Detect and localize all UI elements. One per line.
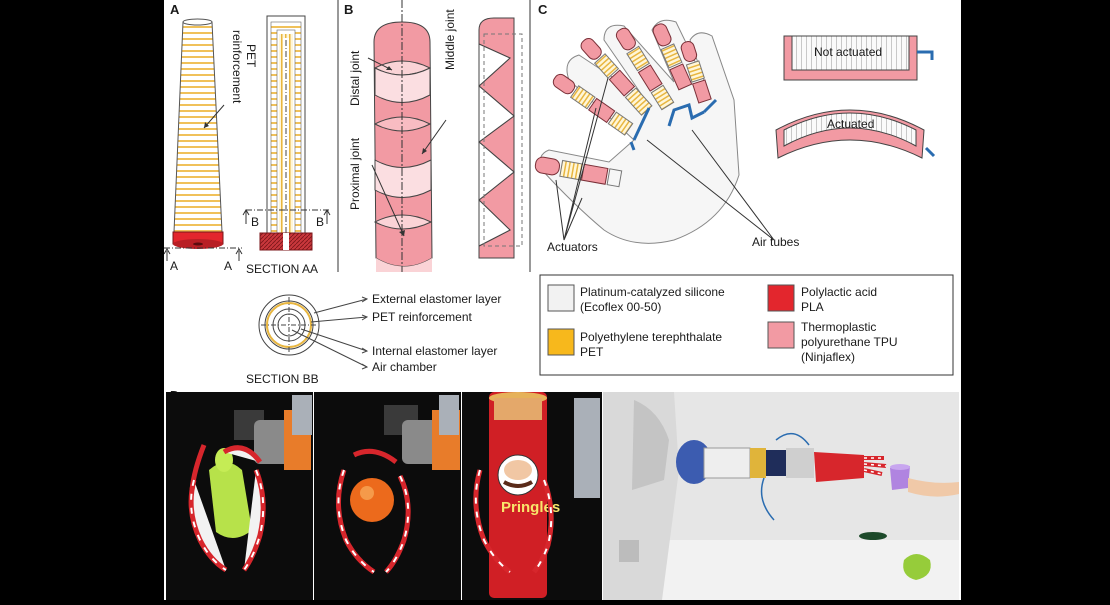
label-air-tubes: Air tubes	[752, 235, 799, 249]
bb-layer-pet: PET reinforcement	[372, 310, 472, 324]
legend-tpu-line2: polyurethane TPU	[801, 335, 898, 349]
label-middle-joint: Middle joint	[443, 9, 457, 70]
legend-swatch-silicone	[547, 284, 575, 312]
section-bb-label: SECTION BB	[246, 372, 319, 386]
legend-tpu-line3: (Ninjaflex)	[801, 350, 855, 364]
pet-arrowhead	[204, 122, 209, 128]
panel-a-letter: A	[170, 2, 180, 17]
photo-pear-grasp	[166, 392, 313, 600]
finger-actuators	[534, 23, 712, 188]
actuator-body	[173, 21, 223, 233]
panel-b-letter: B	[344, 2, 353, 17]
bb-layer-internal: Internal elastomer layer	[372, 344, 497, 358]
can-brand-text: Pringles	[501, 499, 560, 516]
materials-legend: Platinum-catalyzed silicone (Ecoflex 00-…	[539, 274, 954, 376]
section-aa-label: SECTION AA	[246, 262, 318, 276]
finger-body	[373, 21, 433, 267]
proximal-joint-shape	[373, 214, 433, 230]
legend-pet-line2: PET	[580, 345, 604, 359]
label-distal-joint: Distal joint	[348, 50, 362, 106]
figure-panel: A PET reinforcement A A	[163, 0, 961, 600]
label-not-actuated: Not actuated	[814, 45, 882, 59]
actuator-tip	[182, 18, 213, 26]
legend-silicone-line2: (Ecoflex 00-50)	[580, 300, 661, 314]
figure-svg: A PET reinforcement A A	[163, 0, 959, 600]
pet-leader	[203, 104, 225, 129]
legend-swatch-pla	[767, 284, 795, 312]
legend-tpu-line1: Thermoplastic	[801, 320, 876, 334]
cut-label-a-left: A	[170, 259, 178, 273]
label-proximal-joint: Proximal joint	[348, 137, 362, 210]
legend-swatch-tpu	[767, 321, 795, 349]
legend-silicone-line1: Platinum-catalyzed silicone	[580, 285, 725, 299]
tube-leaders	[646, 129, 775, 241]
cut-arrow-a-left	[163, 248, 171, 261]
cut-label-b-right: B	[316, 215, 324, 229]
panel-d: D	[166, 388, 959, 600]
panel-c-letter: C	[538, 2, 548, 17]
actuator-leaders	[555, 77, 609, 241]
actuated-drawing	[775, 109, 936, 159]
label-actuators: Actuators	[547, 240, 598, 254]
pet-label-line2: reinforcement	[230, 30, 244, 104]
bb-layer-external: External elastomer layer	[372, 292, 501, 306]
pet-label-line1: PET	[244, 44, 258, 68]
panel-a: A PET reinforcement A A	[163, 2, 501, 386]
profile-outline	[483, 33, 523, 247]
legend-pet-line1: Polyethylene terephthalate	[580, 330, 722, 344]
cut-label-b-left: B	[251, 215, 259, 229]
not-actuated-drawing	[783, 35, 934, 81]
section-aa-drawing	[259, 15, 313, 251]
section-bb-drawing	[258, 294, 320, 356]
legend-swatch-pet	[547, 328, 575, 356]
legend-pla-line1: Polylactic acid	[801, 285, 877, 299]
panel-b: B Distal joint Proximal joint Middle joi…	[337, 0, 523, 272]
cut-label-a-right: A	[224, 259, 232, 273]
photo-orange-grasp	[314, 392, 461, 600]
photo-can-grasp: Pringles	[462, 392, 602, 600]
bb-layer-air: Air chamber	[372, 360, 437, 374]
air-tubes-shape	[632, 98, 718, 141]
label-actuated: Actuated	[827, 117, 874, 131]
legend-pla-line2: PLA	[801, 300, 824, 314]
panel-c: C	[529, 0, 936, 272]
cut-arrow-a-right	[235, 248, 243, 261]
air-inlet	[193, 242, 203, 246]
photo-robot-handover	[603, 392, 959, 600]
section-bb-leaders	[291, 298, 368, 368]
